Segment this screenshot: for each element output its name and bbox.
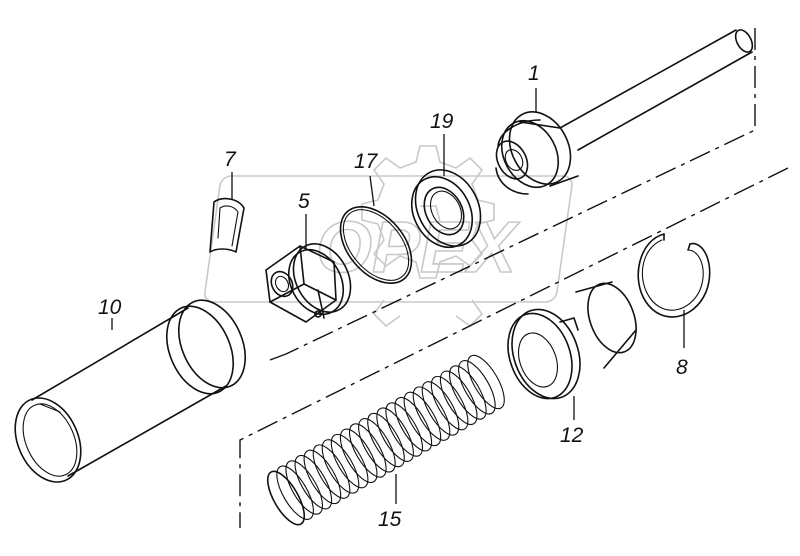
callout-part-8: 8	[676, 356, 688, 379]
leader-lines	[111, 88, 685, 504]
callout-part-19: 19	[430, 110, 454, 133]
watermark-frame	[204, 175, 573, 303]
spring-coil	[421, 381, 460, 436]
part-5-fitting	[265, 243, 352, 323]
callout-part-7: 7	[224, 148, 237, 171]
assembly-axis-lines	[239, 28, 789, 528]
spring-coil	[412, 386, 451, 441]
callout-part-1: 1	[528, 62, 540, 85]
callout-part-10: 10	[98, 296, 122, 319]
callout-part-5: 5	[298, 190, 310, 213]
part-15-spring	[266, 354, 505, 526]
part-17-o-ring	[339, 205, 413, 285]
spring-coil	[294, 454, 333, 510]
spring-coil	[385, 402, 423, 457]
spring-coil	[349, 423, 387, 478]
spring-coil	[376, 407, 414, 462]
spring-coil	[367, 412, 405, 468]
watermark-gear-icon	[361, 145, 495, 328]
spring-coil	[439, 370, 478, 426]
part-8-retaining-ring	[637, 233, 711, 318]
spring-coil	[339, 428, 378, 484]
spring-coil	[449, 365, 487, 420]
callout-part-12: 12	[560, 424, 584, 447]
spring-coil	[403, 391, 442, 447]
part-7-clip	[209, 197, 245, 253]
part-1-rod	[495, 29, 754, 195]
spring-coil	[285, 460, 323, 515]
spring-coil	[458, 360, 496, 415]
spring-coil	[303, 449, 342, 505]
watermark: OPEX	[204, 145, 573, 328]
spring-coil	[266, 470, 306, 526]
part-10-tube	[14, 299, 246, 483]
spring-coil	[321, 439, 360, 494]
callout-labels: 1 5 7 8 10 12 15 17 19	[98, 62, 688, 531]
spring-coil	[394, 396, 433, 452]
spring-coil	[467, 354, 505, 410]
part-19-seal	[410, 169, 482, 249]
spring-coil	[358, 418, 396, 473]
spring-coil	[330, 433, 369, 489]
part-12-bushing	[507, 281, 637, 400]
spring-coil	[312, 444, 351, 499]
watermark-text: OPEX	[316, 208, 520, 288]
spring-coil	[430, 375, 469, 431]
callout-part-17: 17	[354, 150, 379, 173]
spring-coil	[276, 465, 314, 520]
callout-part-15: 15	[378, 508, 402, 531]
